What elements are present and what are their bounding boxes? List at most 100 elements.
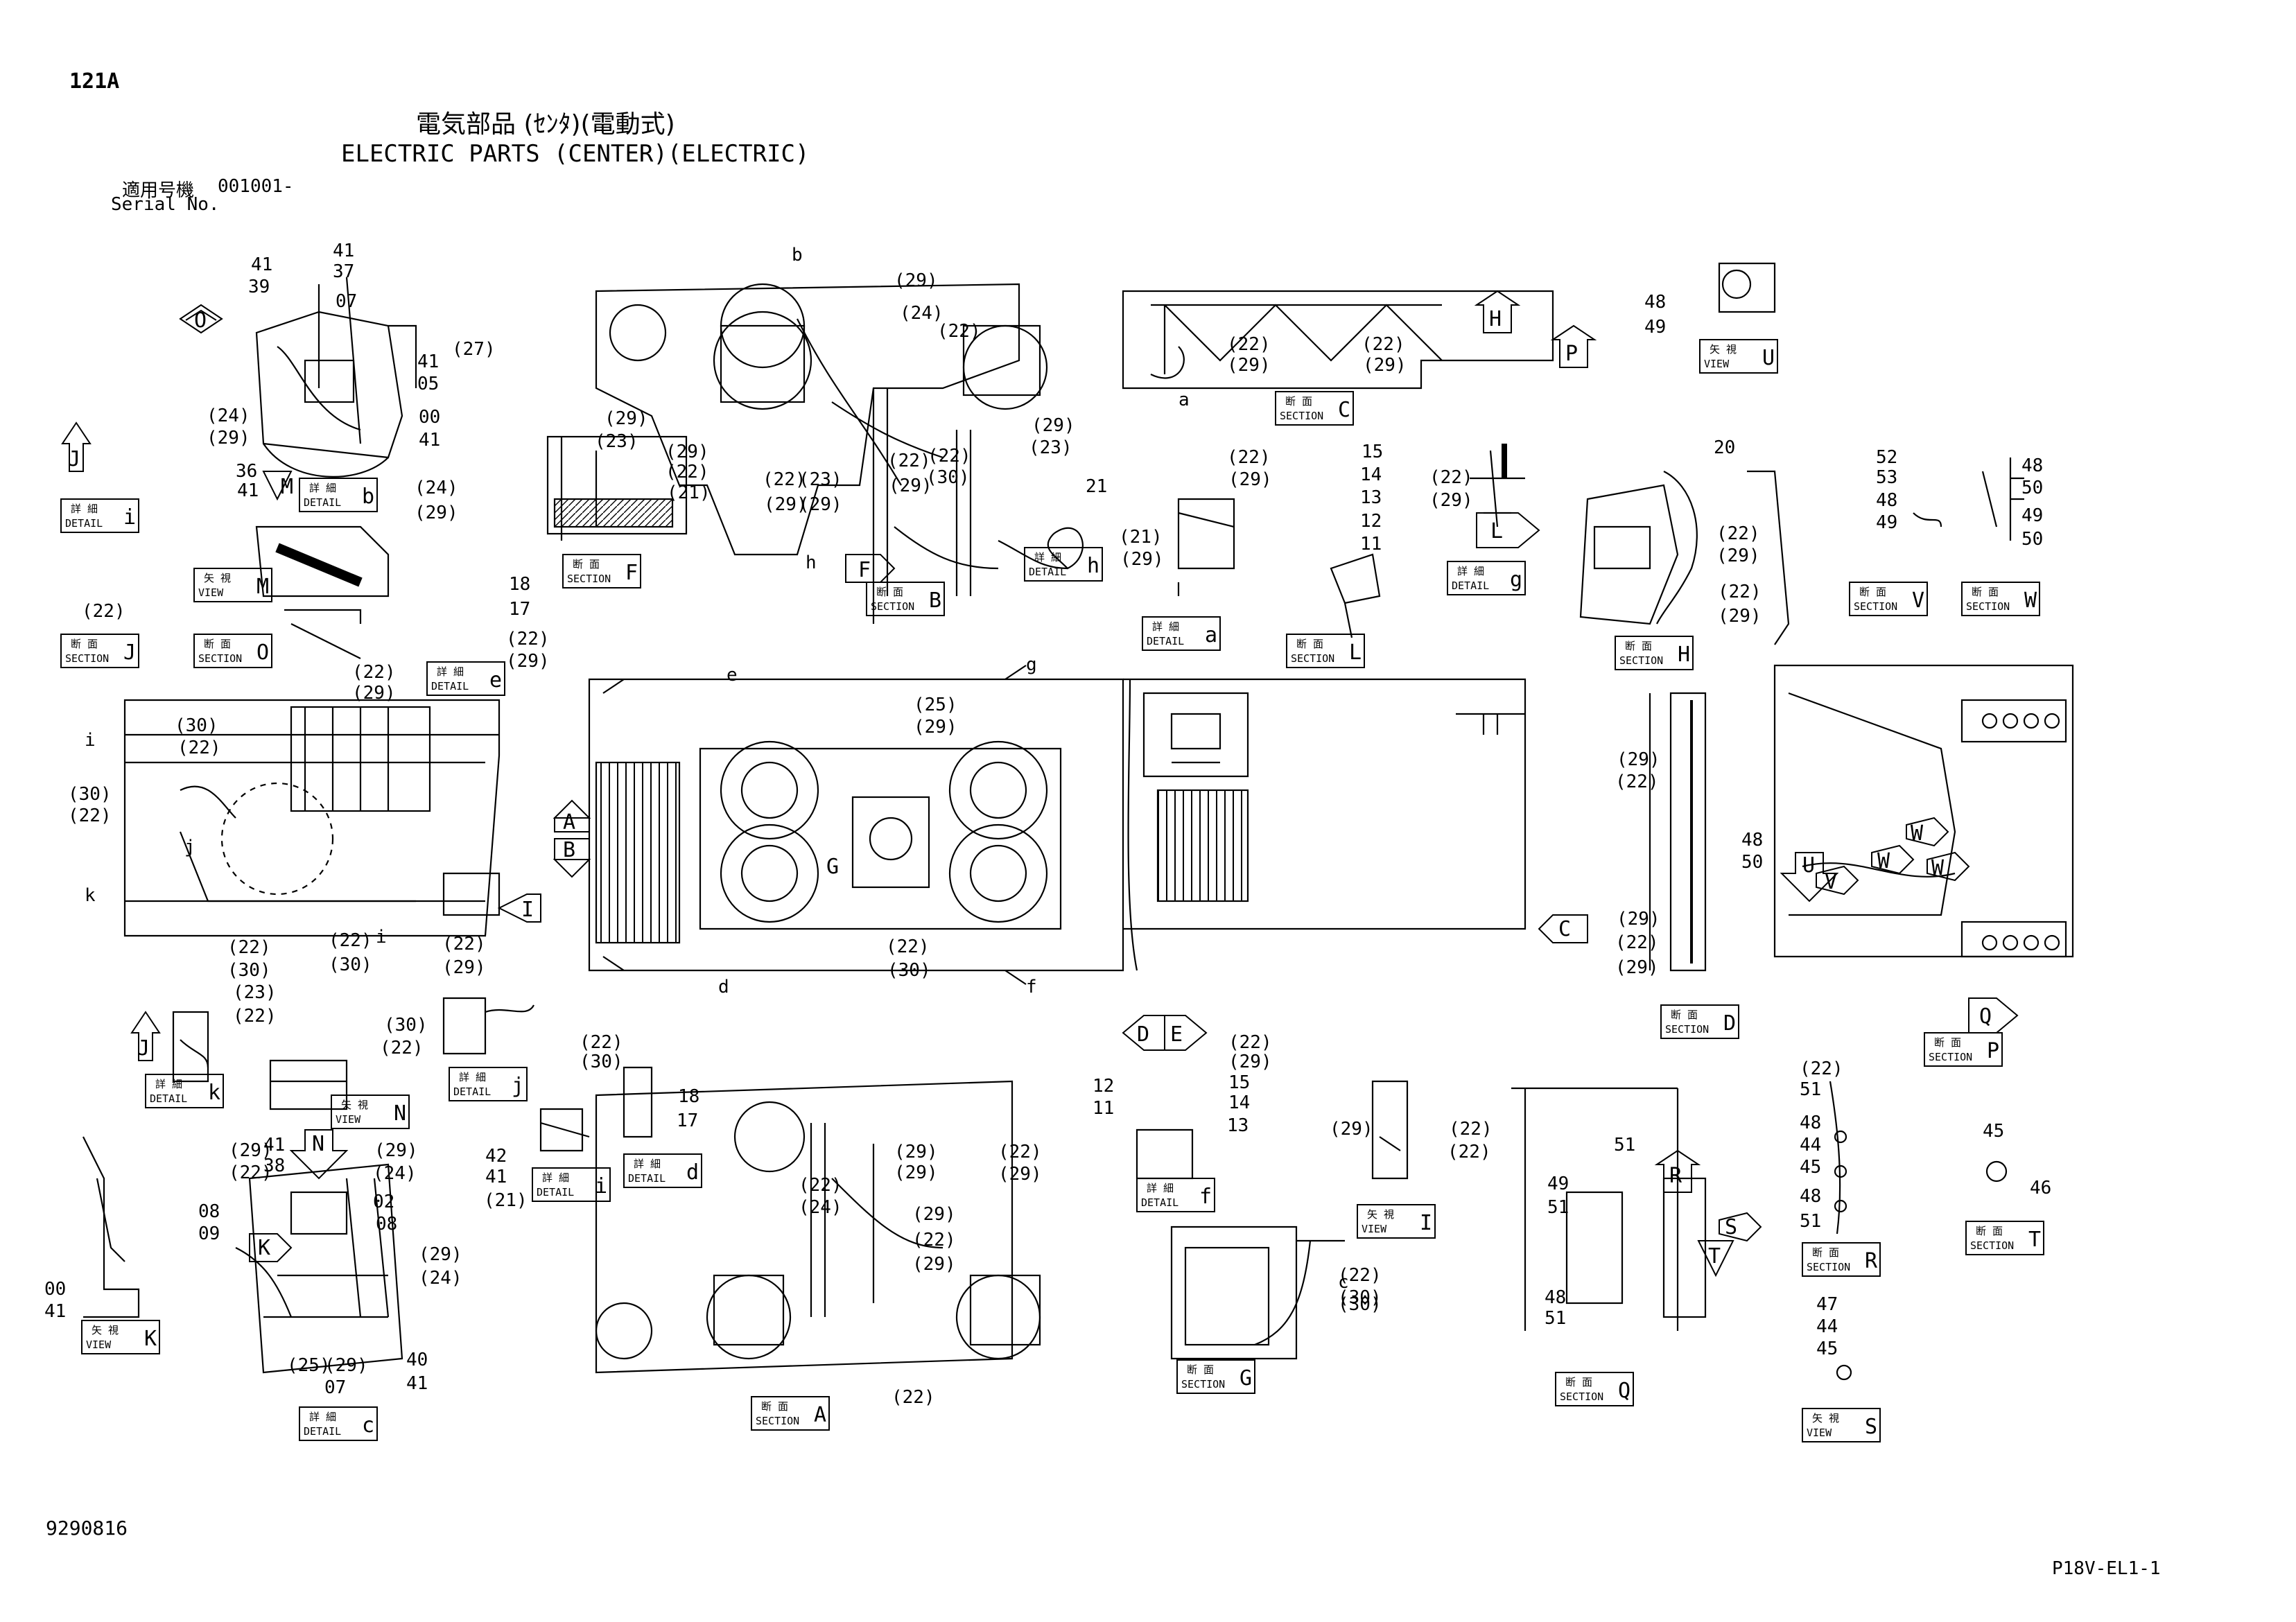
caption-jp: 詳 細 bbox=[634, 1158, 661, 1170]
part-callout: 44 bbox=[1816, 1316, 1838, 1337]
caption-en: VIEW bbox=[336, 1113, 361, 1126]
part-callout: (22) bbox=[1615, 932, 1659, 953]
svg-text:G: G bbox=[826, 855, 839, 879]
part-callout: (29) bbox=[912, 1204, 956, 1225]
view-marker: P bbox=[1550, 324, 1597, 368]
svg-text:D: D bbox=[1137, 1022, 1149, 1047]
part-callout: 07 bbox=[336, 291, 357, 312]
part-callout: 50 bbox=[1741, 852, 1763, 873]
part-callout: (30) bbox=[580, 1052, 623, 1072]
part-callout: (22) bbox=[1338, 1265, 1382, 1286]
caption-en: VIEW bbox=[86, 1338, 112, 1351]
caption-en: VIEW bbox=[198, 586, 224, 599]
caption-en: VIEW bbox=[1807, 1427, 1832, 1439]
caption-jp: 詳 細 bbox=[542, 1171, 569, 1184]
caption-jp: 詳 細 bbox=[155, 1078, 182, 1090]
view-marker: I bbox=[497, 893, 541, 923]
caption-box bbox=[1142, 616, 1221, 651]
caption-jp: 詳 細 bbox=[1457, 565, 1484, 577]
part-callout: 40 bbox=[406, 1350, 428, 1370]
caption-jp: 断 面 bbox=[1187, 1363, 1214, 1376]
document-number: 9290816 bbox=[46, 1517, 128, 1540]
svg-text:K: K bbox=[258, 1236, 270, 1260]
caption-box bbox=[562, 554, 641, 588]
svg-text:Q: Q bbox=[1979, 1004, 1992, 1029]
part-callout: (22) bbox=[937, 321, 981, 342]
caption-id: N bbox=[394, 1101, 406, 1126]
part-callout: (24) bbox=[799, 1197, 842, 1218]
part-callout: 11 bbox=[1360, 534, 1382, 555]
view-marker: H bbox=[1474, 290, 1521, 333]
part-callout: (22) bbox=[442, 934, 486, 954]
part-callout: (22) bbox=[887, 451, 931, 471]
caption-box bbox=[299, 478, 378, 512]
part-callout: (23) bbox=[799, 469, 842, 490]
caption-id: W bbox=[2024, 588, 2037, 613]
part-callout: (29) bbox=[1032, 415, 1075, 436]
part-callout: (22) bbox=[799, 1175, 842, 1196]
part-callout: f bbox=[1026, 977, 1037, 997]
caption-jp: 矢 視 bbox=[1367, 1208, 1394, 1221]
caption-id: J bbox=[123, 640, 136, 665]
caption-box bbox=[145, 1074, 224, 1108]
part-callout: (29) bbox=[1716, 546, 1760, 566]
view-marker: B bbox=[553, 838, 591, 878]
caption-jp: 断 面 bbox=[1976, 1225, 2003, 1237]
svg-text:J: J bbox=[137, 1036, 150, 1061]
part-callout: 18 bbox=[678, 1086, 699, 1107]
svg-text:F: F bbox=[858, 558, 871, 582]
caption-jp: 断 面 bbox=[1285, 395, 1312, 408]
part-callout: (22) bbox=[82, 601, 125, 622]
view-markers: O J M F P H L A B I G D E C U V W W W Q … bbox=[61, 290, 2019, 1277]
part-callout: (30) bbox=[329, 954, 372, 975]
view-marker: Q bbox=[1968, 997, 2019, 1034]
part-callout: (22) bbox=[177, 738, 221, 758]
caption-box bbox=[193, 568, 272, 602]
part-callout: (29) bbox=[352, 683, 396, 704]
part-callout: (30) bbox=[175, 715, 218, 736]
part-callout: 00 bbox=[44, 1279, 66, 1300]
part-callout: (21) bbox=[484, 1190, 528, 1211]
caption-jp: 詳 細 bbox=[1034, 551, 1061, 564]
sheet-id: P18V-EL1-1 bbox=[2052, 1558, 2161, 1579]
caption-box bbox=[1965, 1221, 2044, 1255]
caption-en: DETAIL bbox=[1029, 566, 1066, 578]
part-callout: 51 bbox=[1800, 1211, 1821, 1232]
part-callout: 42 bbox=[485, 1146, 507, 1167]
part-callout: (22) bbox=[1800, 1058, 1843, 1079]
part-callout: (25) bbox=[914, 695, 957, 715]
part-callout: (22) bbox=[329, 930, 372, 951]
part-callout: (29) bbox=[374, 1140, 418, 1161]
part-callout: (29) bbox=[605, 408, 648, 429]
part-callout: 13 bbox=[1360, 487, 1382, 508]
part-callout: (29) bbox=[894, 1142, 938, 1162]
view-marker: S bbox=[1719, 1212, 1762, 1242]
part-callout: 37 bbox=[333, 261, 354, 282]
part-callout: 48 bbox=[1800, 1186, 1821, 1207]
view-marker: A bbox=[553, 799, 591, 835]
caption-id: i bbox=[123, 505, 136, 530]
caption-box bbox=[1555, 1372, 1634, 1406]
part-callout: 51 bbox=[1614, 1135, 1635, 1156]
caption-box bbox=[331, 1095, 410, 1129]
part-callout: (22) bbox=[666, 462, 709, 482]
svg-text:T: T bbox=[1708, 1244, 1721, 1268]
part-callout: (22) bbox=[1429, 467, 1473, 488]
caption-box bbox=[60, 634, 139, 668]
part-callout: (23) bbox=[233, 982, 277, 1003]
view-marker: U bbox=[1780, 852, 1839, 902]
view-marker: L bbox=[1476, 512, 1540, 548]
part-callout: 49 bbox=[1876, 512, 1897, 533]
caption-en: DETAIL bbox=[150, 1092, 187, 1105]
part-callout: 48 bbox=[2021, 455, 2043, 476]
part-callout: i bbox=[85, 730, 96, 751]
caption-box bbox=[1849, 582, 1928, 616]
part-callout: 41 bbox=[44, 1301, 66, 1322]
caption-jp: 断 面 bbox=[1812, 1246, 1839, 1259]
caption-en: DETAIL bbox=[537, 1186, 574, 1198]
